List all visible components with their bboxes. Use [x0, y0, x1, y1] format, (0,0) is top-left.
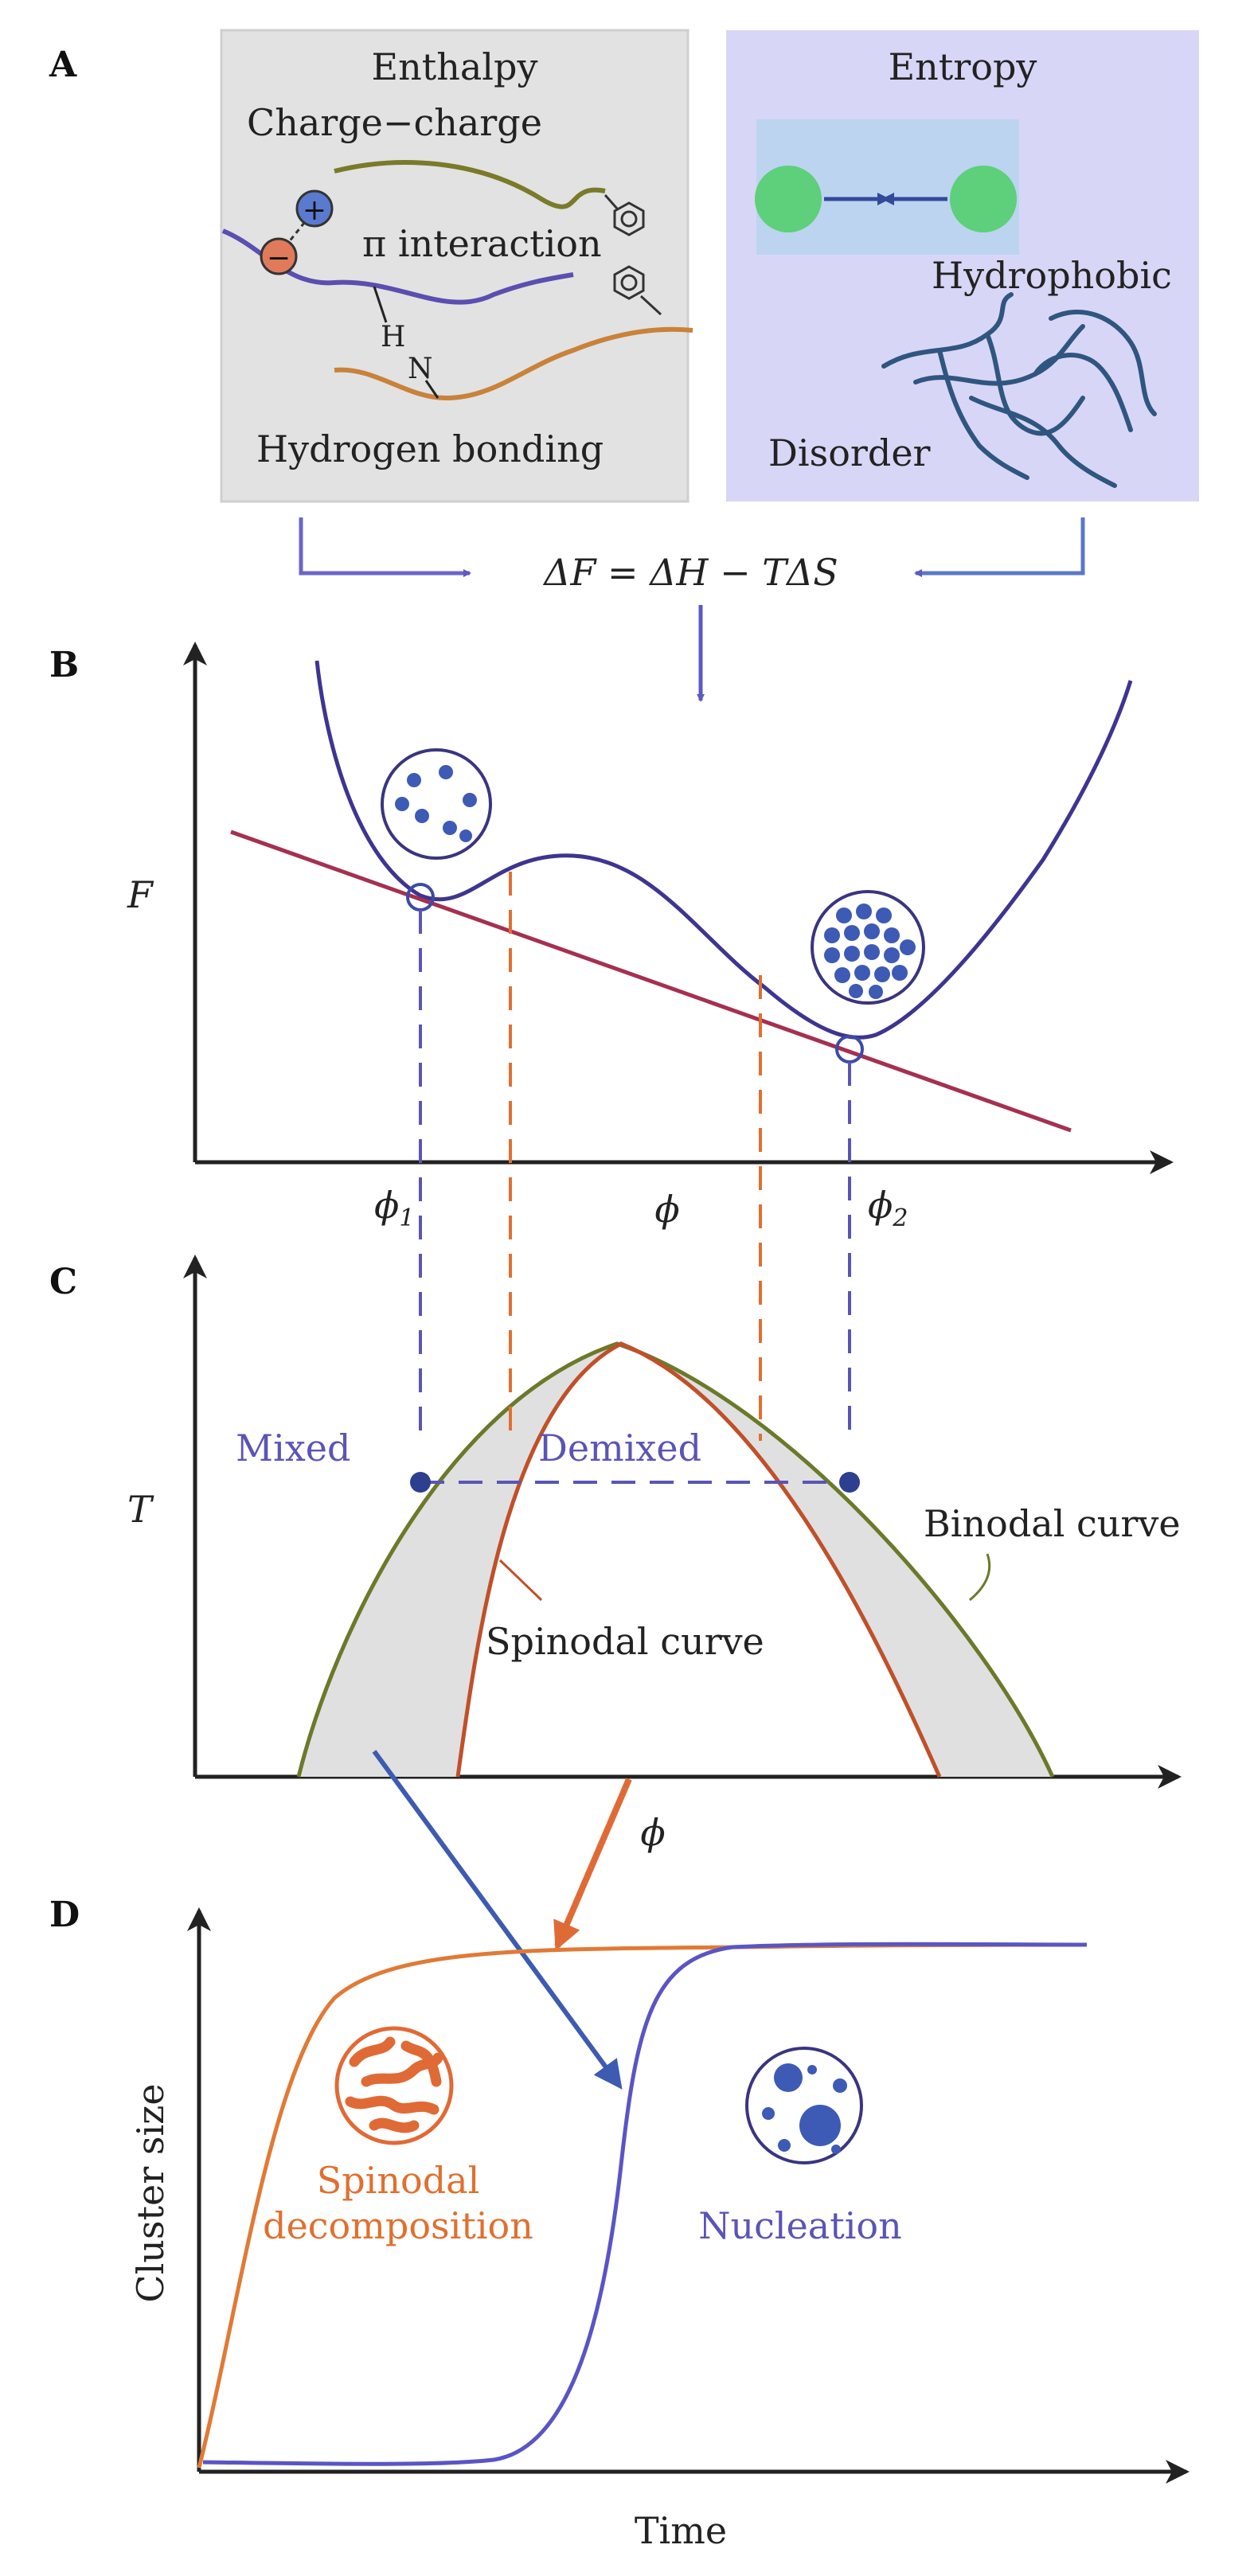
- hydrogen-bonding-label: Hydrogen bonding: [256, 427, 604, 470]
- panel-d-letter: D: [49, 1895, 80, 1935]
- demixed-label: Demixed: [538, 1427, 701, 1469]
- spinodal-label-line1: Spinodal: [317, 2159, 480, 2202]
- phi1-label: ϕ1: [374, 1184, 414, 1232]
- spinodal-label-line2: decomposition: [263, 2204, 533, 2247]
- hydrophobic-label: Hydrophobic: [932, 254, 1172, 297]
- free-energy-curve: [314, 660, 1133, 1040]
- entropy-title: Entropy: [889, 45, 1037, 88]
- olive-chain: [334, 160, 606, 209]
- panel-b-x-label: ϕ: [654, 1188, 679, 1231]
- dense-phase-icon: [811, 890, 925, 1005]
- n-atom-label: N: [408, 353, 433, 385]
- entropy-box: Entropy Hydrophobic Disorder: [726, 30, 1199, 502]
- panel-d-x-label: Time: [635, 2509, 727, 2552]
- panel-a-letter: A: [49, 45, 77, 85]
- panel-b-letter: B: [49, 645, 79, 685]
- charge-charge-label: Charge−charge: [247, 101, 542, 144]
- nucleation-pathway-arrow: [372, 1750, 623, 2090]
- dilute-phase-icon: [381, 748, 492, 860]
- minus-sign: −: [267, 242, 291, 275]
- disordered-chains: [881, 292, 1157, 488]
- common-tangent-line: [230, 829, 1072, 1133]
- negative-charge-icon: [260, 237, 298, 275]
- enthalpy-title: Enthalpy: [372, 45, 538, 88]
- panel-c-letter: C: [49, 1262, 77, 1302]
- binodal-point-left: [410, 1472, 431, 1493]
- spinodal-curve-label: Spinodal curve: [486, 1620, 764, 1663]
- panel-d-y-label: Cluster size: [129, 2083, 172, 2302]
- pi-interaction-label: π interaction: [362, 222, 602, 265]
- phi2-label: ϕ2: [868, 1184, 908, 1232]
- entropy-to-equation-arrow: [914, 517, 1085, 577]
- spinodal-pattern-icon: [334, 2026, 454, 2145]
- binodal-curve-label: Binodal curve: [924, 1502, 1181, 1545]
- hydrophobic-bead-left: [755, 166, 822, 232]
- spinodal-pathway-arrow: [553, 1778, 632, 1951]
- spinodal-curve: [455, 1341, 942, 1778]
- h-atom-label: H: [381, 321, 405, 353]
- nucleation-droplets-icon: [745, 2047, 863, 2164]
- enthalpy-to-equation-arrow: [299, 517, 471, 577]
- disorder-label: Disorder: [768, 431, 931, 474]
- metastable-region: [299, 1344, 1053, 1777]
- panel-b-y-label: F: [127, 873, 154, 916]
- plus-sign: +: [303, 194, 326, 227]
- panel-c-x-label: ϕ: [640, 1811, 665, 1854]
- hydrophobic-bead-right: [950, 166, 1017, 232]
- mixed-label: Mixed: [236, 1427, 350, 1469]
- benzene-ring-icon-2: [613, 265, 662, 316]
- enthalpy-box: Enthalpy Charge−charge π interaction Hyd…: [220, 29, 693, 503]
- free-energy-equation: ΔF = ΔH − TΔS: [542, 551, 838, 594]
- nucleation-growth-curve: [202, 1942, 1088, 2466]
- orange-chain: [334, 326, 693, 401]
- nucleation-label: Nucleation: [698, 2204, 902, 2247]
- binodal-point-right: [839, 1472, 860, 1493]
- benzene-ring-icon: [604, 194, 645, 236]
- positive-charge-icon: [295, 189, 334, 228]
- panel-c-y-label: T: [127, 1488, 154, 1531]
